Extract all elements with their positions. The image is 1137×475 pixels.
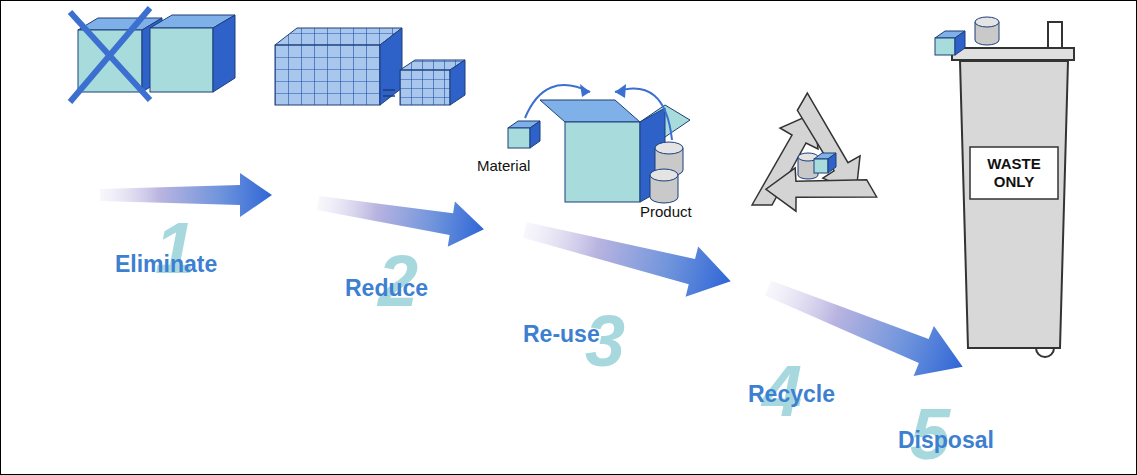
eliminated-boxes — [70, 8, 235, 102]
reuse-box — [508, 84, 690, 203]
item-label: Product — [640, 204, 692, 221]
stage-label: Reduce — [345, 276, 428, 301]
stage-label: Recycle — [748, 382, 835, 407]
stage-arrow — [100, 173, 272, 217]
item-label: Material — [477, 158, 530, 175]
stage-label: Eliminate — [115, 252, 217, 277]
stage-arrow — [314, 180, 487, 252]
waste-bin: WASTE ONLY — [958, 60, 1070, 350]
reduced-blocks — [275, 28, 465, 105]
stage-label: Re-use — [523, 322, 600, 347]
recycle-symbol — [752, 93, 887, 243]
bin-parts — [935, 17, 1074, 357]
bin-label: WASTE ONLY — [958, 155, 1070, 191]
bin-body — [958, 60, 1070, 350]
stage-arrow — [519, 205, 737, 307]
stage-label: Disposal — [898, 428, 994, 453]
